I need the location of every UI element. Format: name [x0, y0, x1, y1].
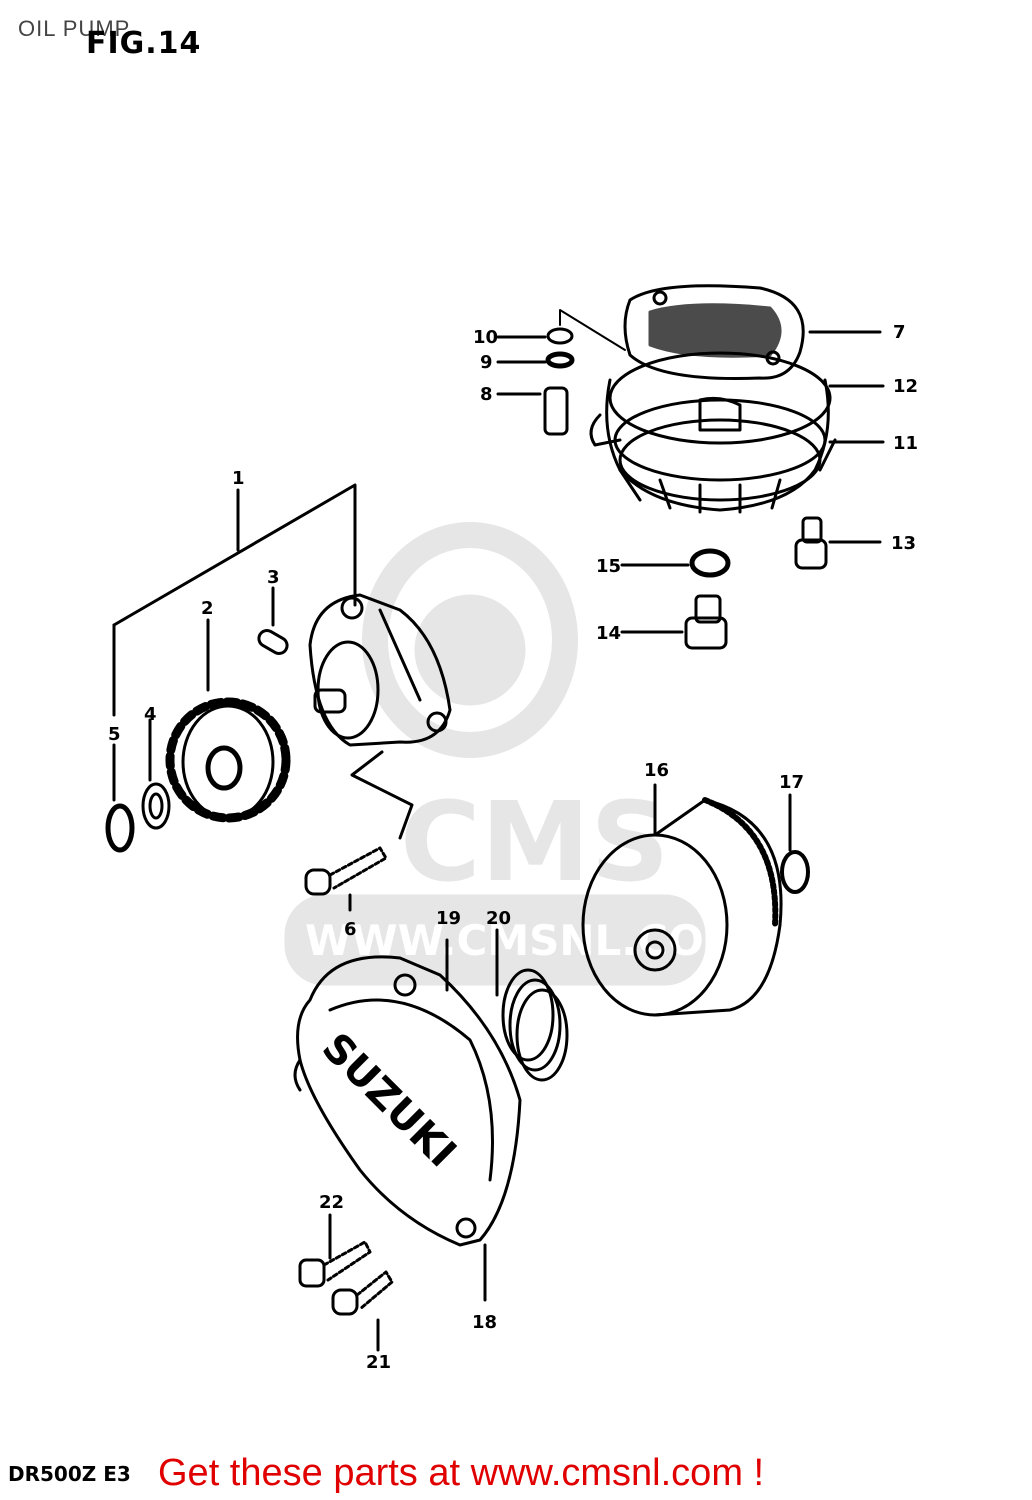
part-number-7: 7: [893, 322, 906, 343]
part-number-11: 11: [893, 433, 918, 454]
drive-gear: [165, 697, 291, 823]
filter-cover: [293, 955, 522, 1247]
part-number-6: 6: [344, 919, 357, 940]
part-number-9: 9: [480, 352, 493, 373]
part-number-20: 20: [486, 908, 511, 929]
part-number-18: 18: [472, 1312, 497, 1333]
part-number-4: 4: [144, 704, 157, 725]
part-number-14: 14: [596, 623, 621, 644]
oil-pump-body: [308, 593, 452, 747]
circlip: [105, 803, 135, 853]
part-number-5: 5: [108, 724, 121, 745]
cap-bolt: [543, 386, 569, 436]
drain-gasket: [689, 548, 731, 578]
cover-logo-text: SUZUKI: [313, 1025, 465, 1177]
dowel-pin: [257, 629, 289, 655]
part-number-19: 19: [436, 908, 461, 929]
drain-plug: [684, 594, 728, 650]
watermark-logo: CMS WWW.CMSNL.COM: [284, 522, 746, 986]
part-number-1: 1: [232, 468, 245, 489]
page-title: OIL PUMP: [18, 16, 131, 41]
shop-link-banner[interactable]: Get these parts at www.cmsnl.com !: [158, 1452, 765, 1494]
pump-screw: [304, 846, 388, 896]
part-number-10: 10: [473, 327, 498, 348]
washer: [141, 782, 171, 830]
part-number-3: 3: [267, 567, 280, 588]
part-number-17: 17: [779, 772, 804, 793]
part-number-16: 16: [644, 760, 669, 781]
figure-number: FIG.14: [86, 26, 202, 61]
filter-spring: [501, 968, 569, 1082]
cover-bolt-short: [331, 1270, 394, 1316]
filter-o-ring: [780, 850, 810, 894]
part-number-12: 12: [893, 376, 918, 397]
part-number-8: 8: [480, 384, 493, 405]
part-number-21: 21: [366, 1352, 391, 1373]
part-number-15: 15: [596, 556, 621, 577]
plain-washer: [546, 327, 574, 345]
filter-cap-o-ring: [608, 351, 832, 445]
drain-bolt: [794, 516, 828, 570]
pump-leader: [350, 750, 414, 840]
part-number-2: 2: [201, 598, 214, 619]
filter-cap-gasket: [623, 284, 805, 380]
pump-assembly-bracket: [112, 483, 357, 717]
part-number-22: 22: [319, 1192, 344, 1213]
cover-bolt-long: [298, 1240, 372, 1288]
model-code: DR500Z E3: [8, 1462, 131, 1486]
spring-washer: [545, 351, 575, 369]
filter-housing: [589, 378, 837, 514]
part-number-13: 13: [891, 533, 916, 554]
oil-filter-element: [581, 797, 783, 1017]
